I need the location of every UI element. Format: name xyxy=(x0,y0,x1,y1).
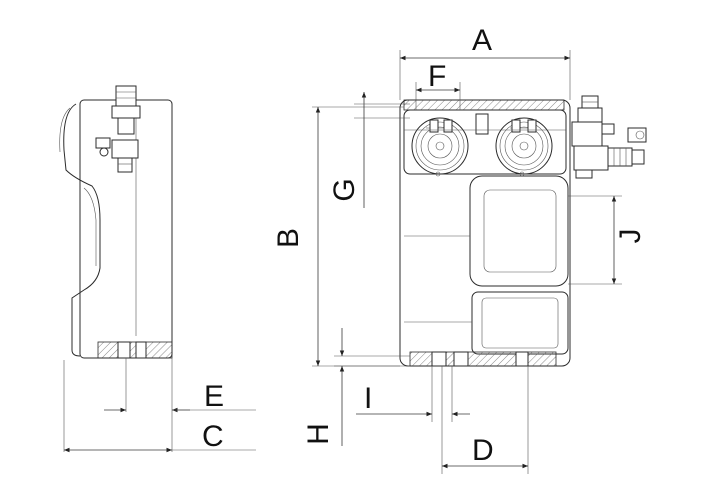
side-view-front-cover xyxy=(63,103,101,357)
front-view-lower-box xyxy=(471,291,569,355)
front-view-body xyxy=(399,99,571,367)
dim-label-e: E xyxy=(204,380,224,413)
front-view xyxy=(399,95,647,367)
dim-label-a: A xyxy=(472,24,492,57)
dimension-labels: A F B G J H I D E C xyxy=(202,24,647,467)
side-view-base xyxy=(97,341,173,359)
dim-label-i: I xyxy=(364,382,372,415)
front-view-right-fittings xyxy=(571,95,647,179)
side-view-body xyxy=(79,99,173,359)
dim-label-d: D xyxy=(472,434,494,467)
dim-label-h: H xyxy=(302,423,335,445)
front-view-top-strip xyxy=(403,99,565,111)
dim-label-j: J xyxy=(614,229,647,244)
front-view-left-gauge xyxy=(411,117,469,175)
front-view-right-gauge xyxy=(495,117,553,175)
dimension-lines xyxy=(63,50,622,474)
dim-label-f: F xyxy=(428,60,446,93)
dim-label-c: C xyxy=(202,420,224,453)
dim-label-g: G xyxy=(328,178,361,201)
dim-label-b: B xyxy=(272,228,305,248)
side-view-side-fitting xyxy=(95,137,139,173)
side-view-top-valve xyxy=(111,85,141,135)
front-view-tank xyxy=(469,175,569,287)
side-view xyxy=(59,85,173,452)
